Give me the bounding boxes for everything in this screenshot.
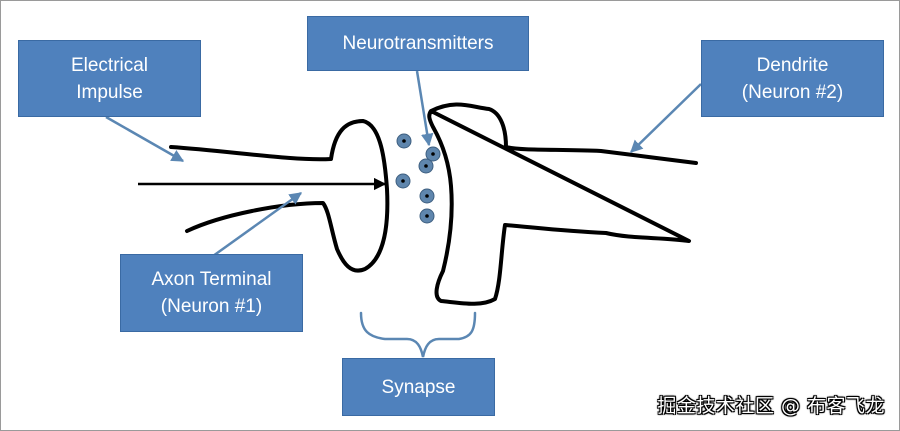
electrical-impulse-pointer [105, 115, 185, 163]
synapse-bracket [359, 311, 477, 358]
dendrite-label: Dendrite (Neuron #2) [701, 40, 884, 117]
axon-terminal-line2: (Neuron #1) [160, 296, 263, 317]
molecule-core [402, 139, 406, 143]
neurotransmitters-line1: Neurotransmitters [342, 33, 494, 54]
watermark: 掘金技术社区 @ 布客飞龙 [657, 395, 885, 417]
electrical-impulse-line2: Impulse [76, 81, 143, 103]
neurotransmitters-pointer [415, 70, 434, 147]
electrical-impulse-label: Electrical Impulse [18, 40, 201, 117]
molecule-core [401, 179, 405, 183]
dendrite-line1: Dendrite [756, 54, 829, 76]
neurotransmitter-molecules [395, 133, 441, 224]
axon-terminal-upper-outline [169, 119, 390, 273]
molecule-core [424, 164, 428, 168]
molecule-core [425, 214, 429, 218]
molecule-core [431, 152, 435, 156]
dendrite-pointer [630, 83, 702, 153]
neurotransmitters-label: Neurotransmitters [307, 16, 529, 71]
axon-terminal-line1: Axon Terminal [151, 269, 272, 290]
molecule-core [425, 194, 429, 198]
synapse-line1: Synapse [381, 376, 456, 398]
dendrite-outline [427, 102, 698, 306]
synapse-label: Synapse [342, 358, 495, 416]
axon-terminal-label: Axon Terminal (Neuron #1) [120, 254, 303, 332]
axon-terminal-pointer [212, 191, 303, 258]
electrical-impulse-line1: Electrical [70, 54, 149, 76]
dendrite-line2: (Neuron #2) [741, 81, 844, 103]
